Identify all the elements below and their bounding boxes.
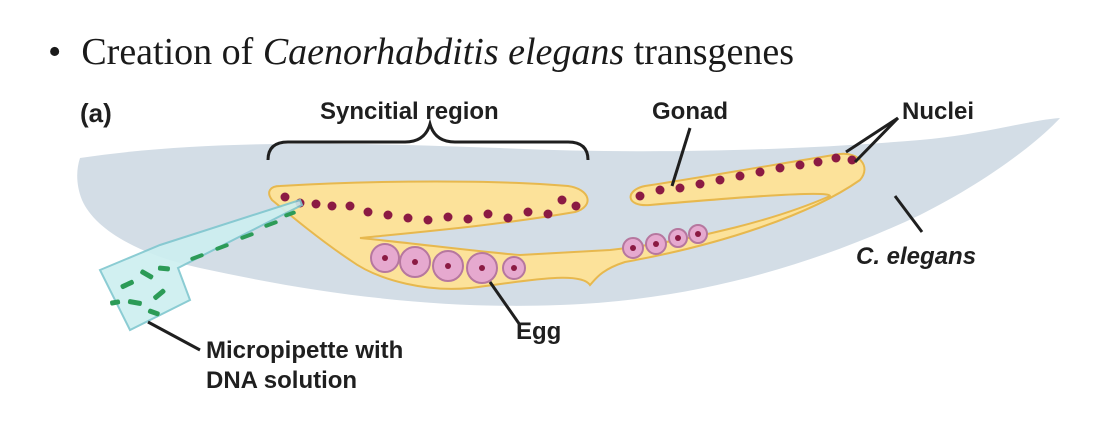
micropipette-label-line2: DNA solution bbox=[206, 367, 358, 394]
syncitial-brace bbox=[266, 118, 590, 161]
micropipette-label: Micropipette with DNA solution bbox=[206, 336, 403, 396]
gonad-nuclei bbox=[635, 153, 857, 201]
nuclei-label: Nuclei bbox=[902, 98, 975, 125]
micropipette bbox=[98, 198, 304, 332]
title-suffix: transgenes bbox=[624, 31, 795, 73]
micropipette-label-line1: Micropipette with bbox=[206, 337, 404, 364]
slide-title: • Creation of Caenorhabditis elegans tran… bbox=[48, 30, 794, 74]
egg-nuclei bbox=[382, 231, 701, 271]
egg-label: Egg bbox=[516, 318, 562, 345]
bullet: • bbox=[48, 31, 62, 73]
c-elegans-label: C. elegans bbox=[856, 243, 977, 270]
gonad-label: Gonad bbox=[652, 98, 728, 125]
panel-label: (a) bbox=[80, 98, 112, 128]
title-species: Caenorhabditis elegans bbox=[262, 31, 625, 73]
title-prefix: Creation of bbox=[81, 31, 263, 73]
syncitial-label: Syncitial region bbox=[320, 98, 499, 125]
leader-lines bbox=[147, 116, 924, 352]
syncitial-nuclei bbox=[280, 192, 581, 225]
